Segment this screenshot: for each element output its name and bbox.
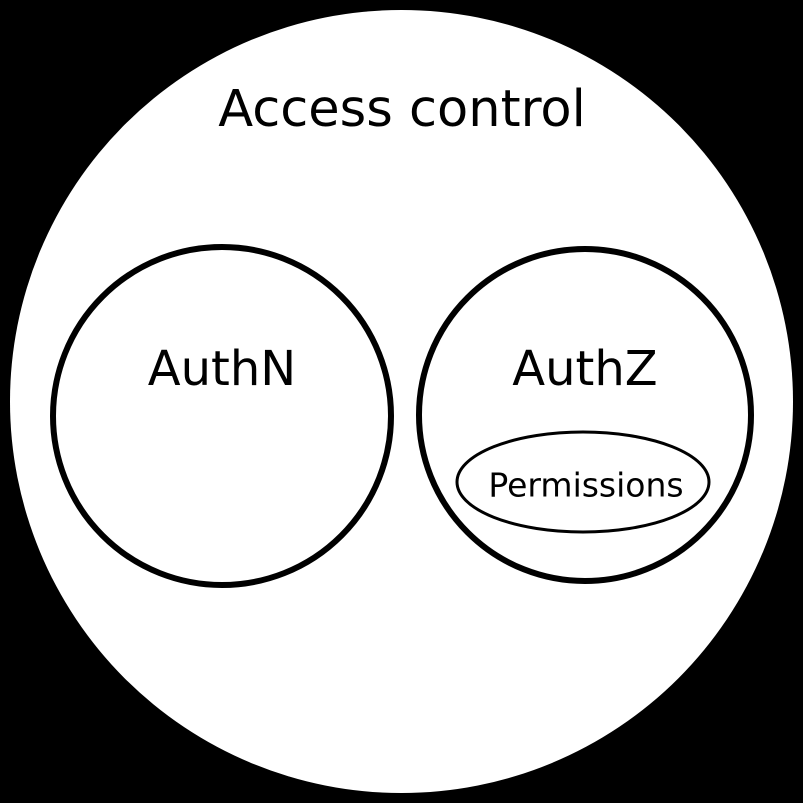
authn-label: AuthN <box>148 341 296 397</box>
permissions-ellipse[interactable] <box>455 430 711 534</box>
authn-circle[interactable] <box>50 244 394 588</box>
access-control-circle[interactable] <box>10 10 793 793</box>
access-control-label: Access control <box>218 80 586 139</box>
authz-label: AuthZ <box>512 341 657 397</box>
permissions-label: Permissions <box>488 466 683 505</box>
